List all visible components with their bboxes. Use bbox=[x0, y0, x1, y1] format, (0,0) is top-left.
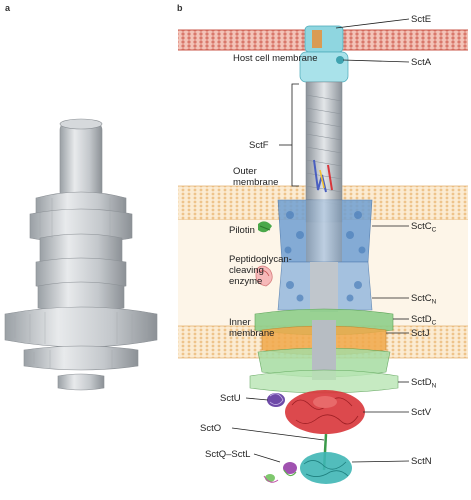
panel-a-letter: a bbox=[5, 3, 11, 13]
label-sctV: SctV bbox=[411, 407, 432, 418]
label-sctU: SctU bbox=[220, 393, 241, 404]
label-sctC-c-sub: C bbox=[432, 227, 437, 234]
atpase-sctN bbox=[300, 452, 352, 484]
label-outer-membrane-line2: membrane bbox=[233, 177, 278, 188]
label-host-cell-membrane: Host cell membrane bbox=[233, 53, 317, 64]
sctD-n-ring bbox=[250, 370, 398, 393]
label-sctD-n-base: SctD bbox=[411, 377, 432, 388]
label-inner-membrane-line1: Inner bbox=[229, 317, 251, 328]
label-sctF: SctF bbox=[249, 140, 269, 151]
label-sctJ: SctJ bbox=[411, 328, 430, 339]
em-density-map bbox=[5, 119, 157, 390]
sorting-platform-sctQ-sctL bbox=[264, 462, 297, 482]
panel-b-letter: b bbox=[177, 3, 183, 13]
label-sctN: SctN bbox=[411, 456, 432, 467]
label-sctC-c-base: SctC bbox=[411, 221, 432, 232]
export-gate-sctV bbox=[285, 390, 365, 434]
label-inner-membrane-line2: membrane bbox=[229, 328, 274, 339]
label-sctE: SctE bbox=[411, 14, 431, 25]
label-sctQ-sctL: SctQ–SctL bbox=[205, 449, 250, 460]
label-sctO: SctO bbox=[200, 423, 221, 434]
label-pilotin: Pilotin bbox=[229, 225, 255, 236]
label-peptidoglycan-line3: enzyme bbox=[229, 276, 262, 287]
label-sctD-c-base: SctD bbox=[411, 314, 432, 325]
label-peptidoglycan-line2: cleaving bbox=[229, 265, 264, 276]
label-sctC-n-sub: N bbox=[432, 299, 437, 306]
label-sctD-c-sub: C bbox=[432, 320, 437, 327]
label-sctC-n-base: SctC bbox=[411, 293, 432, 304]
inner-membrane-ring bbox=[255, 309, 393, 380]
label-sctD-n-sub: N bbox=[432, 383, 437, 390]
label-outer-membrane-line1: Outer bbox=[233, 166, 257, 177]
label-sctA: SctA bbox=[411, 57, 432, 68]
secretin-complex bbox=[278, 200, 372, 312]
sctU-protein bbox=[267, 393, 285, 407]
label-peptidoglycan-line1: Peptidoglycan- bbox=[229, 254, 292, 265]
label-sctD-n: SctDN bbox=[411, 377, 437, 390]
